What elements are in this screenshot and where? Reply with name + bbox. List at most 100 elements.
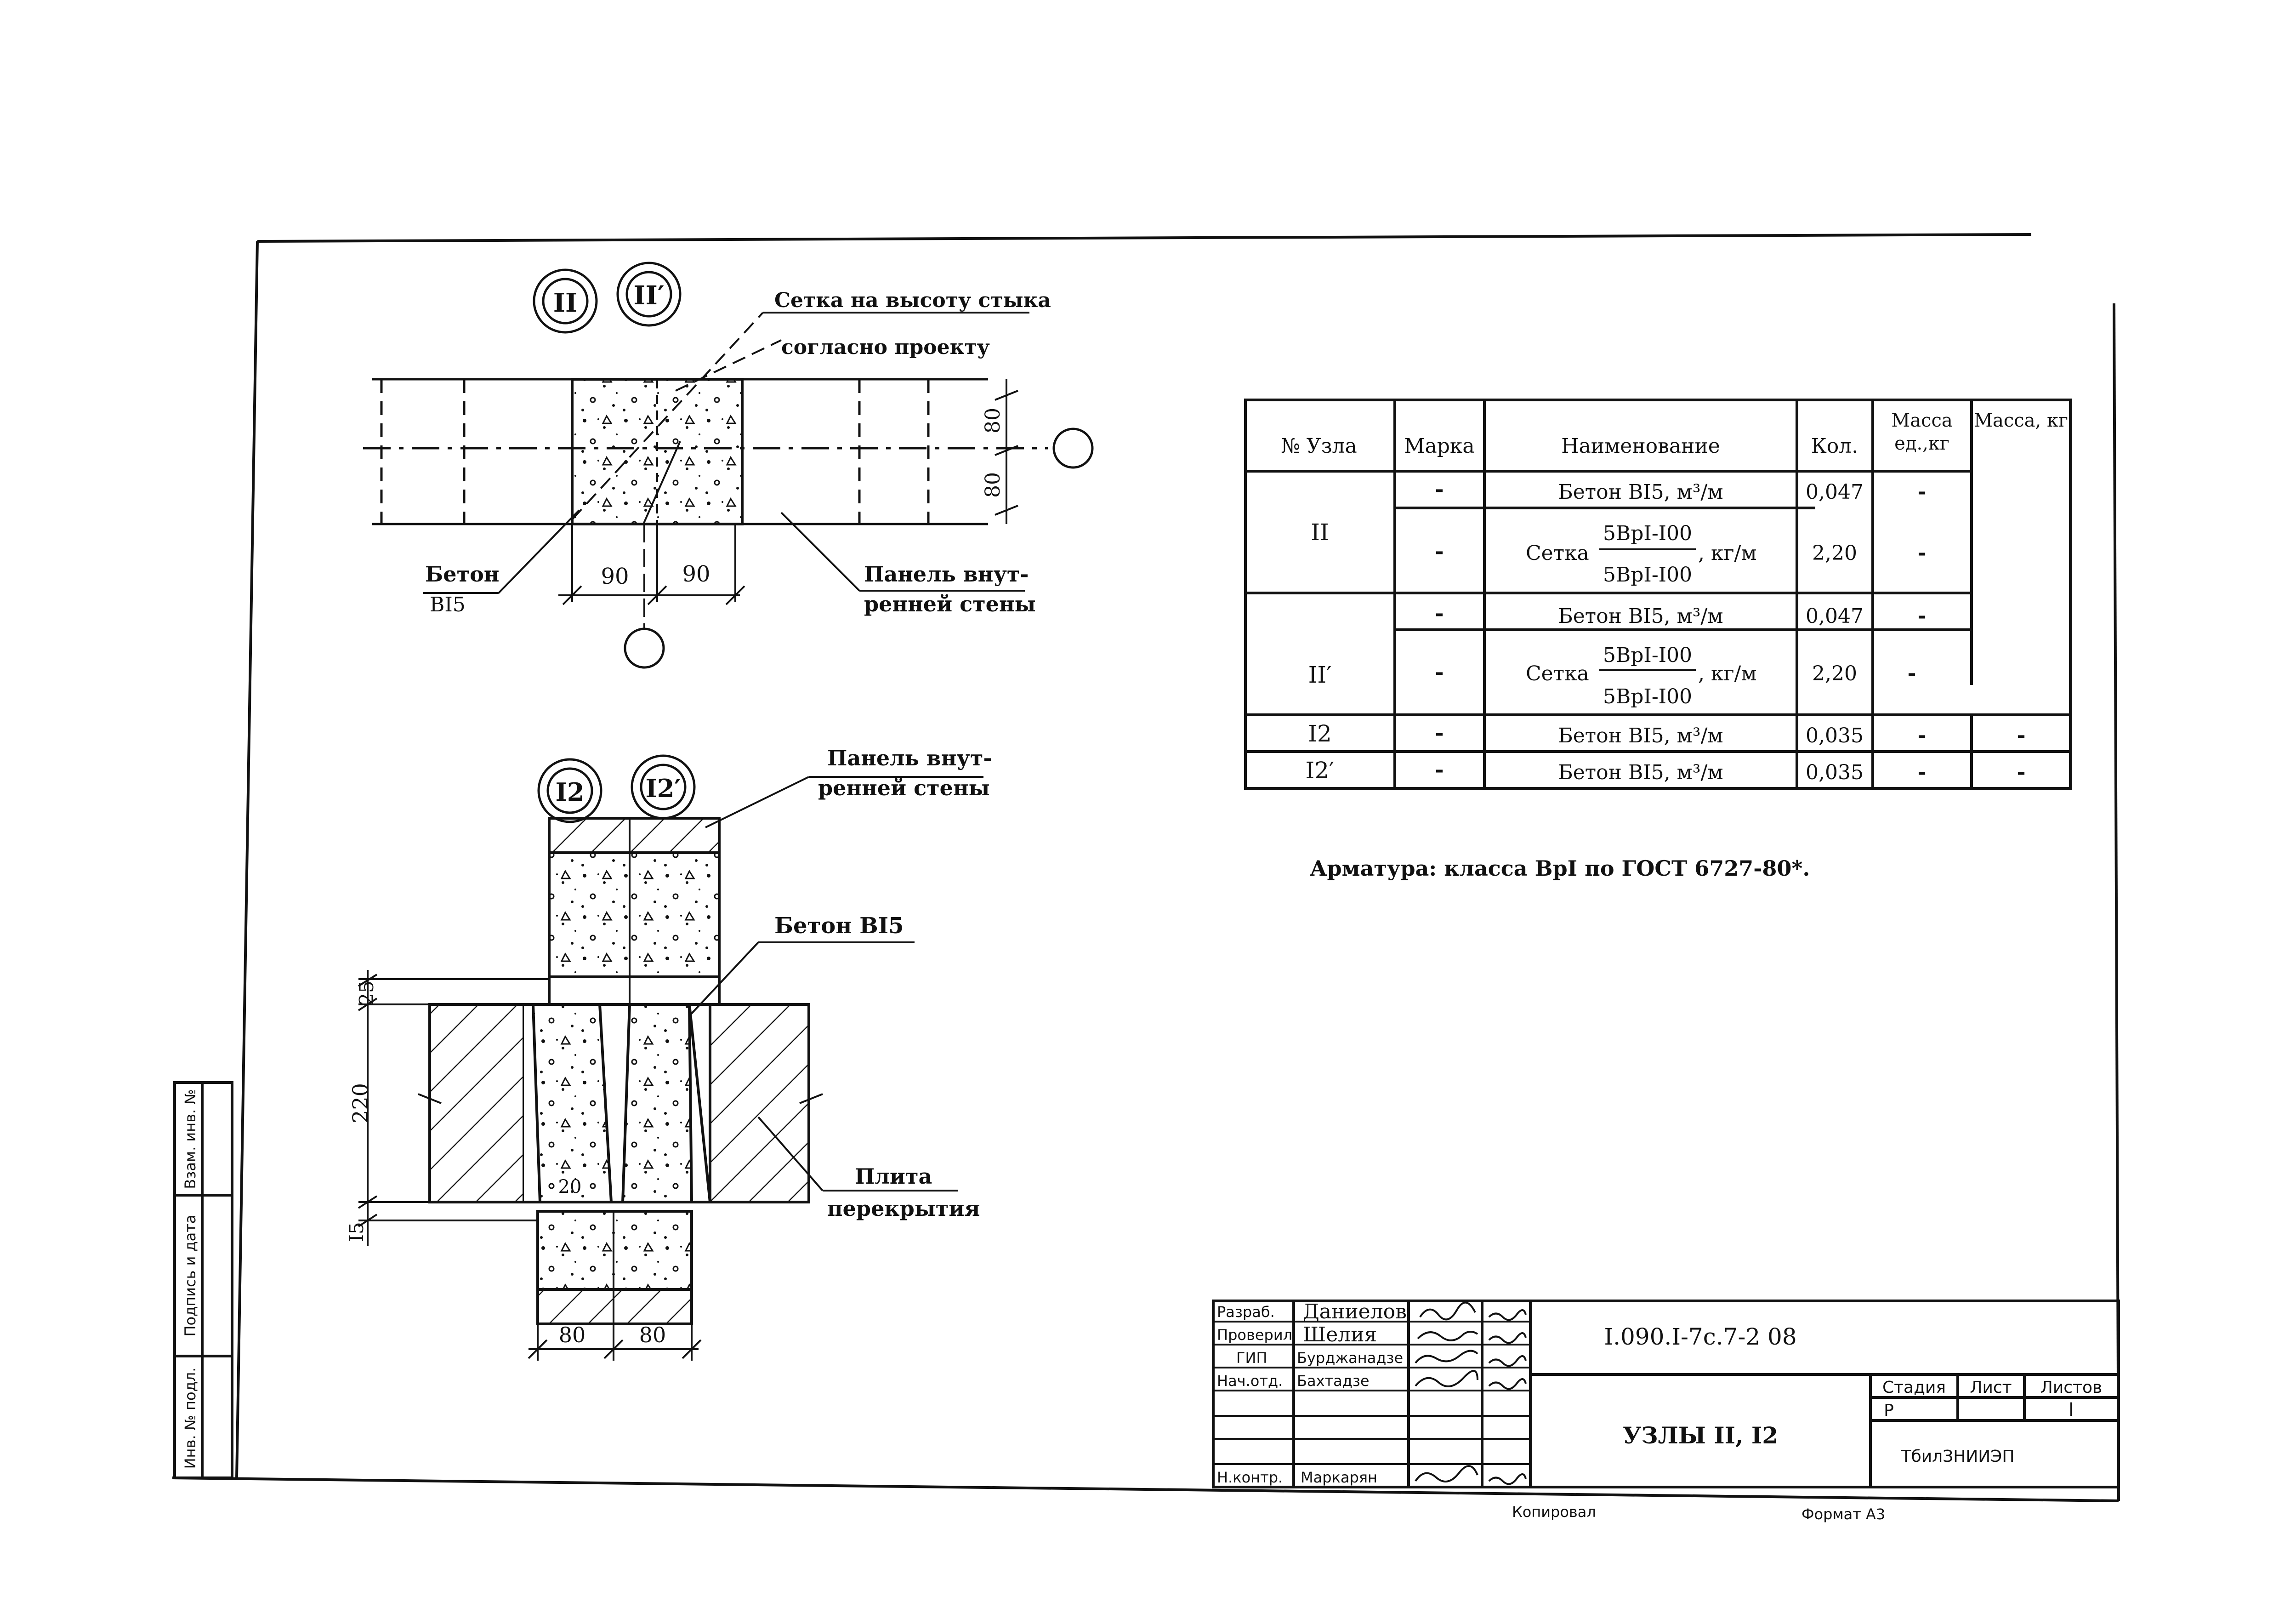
node-marker-ii: II: [533, 268, 598, 334]
side-stamp: Инв. № подл. Подпись и дата Взам. инв. №: [173, 1081, 233, 1479]
header-qty: Кол.: [1811, 434, 1858, 458]
floor-slab: [418, 1003, 823, 1203]
name-suffix-cell: , кг/м: [1698, 662, 1757, 685]
header-unit-mass-wrap: Масса ед.,кг: [1891, 410, 1953, 454]
role-checker: Проверил: [1217, 1326, 1292, 1344]
dim-bottom-left: 80: [559, 1323, 586, 1347]
mark-cell: -: [1435, 660, 1444, 684]
panel-label-bottom-line1: Панель внут-: [827, 746, 992, 770]
mass-cell: -: [2017, 723, 2025, 747]
sheets-value: I: [2069, 1399, 2074, 1420]
unit-mass-cell: -: [1907, 661, 1916, 685]
header-mark: Марка: [1404, 434, 1474, 458]
node-marker-i2-prime: I2′: [631, 754, 696, 820]
sheet-header: Лист: [1970, 1378, 2012, 1397]
qty-cell: 0,047: [1806, 480, 1864, 504]
name-chief-engineer: Бурджанадзе: [1297, 1349, 1403, 1367]
name-cell: Бетон BI5, м³/м: [1558, 480, 1723, 504]
mark-cell: -: [1435, 720, 1444, 745]
dim-thickness: 80: [981, 472, 1005, 498]
lower-wall-panel: [536, 1210, 693, 1325]
name-numerator: 5BpI-I00: [1603, 644, 1692, 667]
gap-label: 20: [558, 1176, 582, 1197]
qty-cell: 0,047: [1806, 604, 1864, 628]
doc-code: I.090.I-7с.7-2 08: [1604, 1323, 1796, 1350]
unit-mass-cell: -: [1917, 479, 1926, 504]
header-unit-mass: Масса ед.,кг: [1891, 410, 1953, 454]
organization: ТбилЗНИИЭП: [1901, 1447, 2015, 1466]
dim-bottom-right: 80: [639, 1323, 666, 1347]
node-marker-i2: I2: [537, 758, 602, 823]
sheet-title: УЗЛЫ II, I2: [1623, 1422, 1778, 1449]
title-block: Разраб. Проверил ГИП Нач.отд. Н.контр. Д…: [1212, 1300, 2120, 1488]
name-norm-control: Маркарян: [1301, 1469, 1377, 1486]
node-label-ii: II: [553, 288, 577, 318]
header-node: № Узла: [1281, 434, 1357, 458]
signatures: [1415, 1301, 1527, 1485]
name-denominator: 5BpI-I00: [1603, 563, 1692, 587]
name-checker: Шелия: [1303, 1323, 1377, 1346]
reinforcement-note: Арматура: класса ВрI по ГОСТ 6727-80*.: [1310, 856, 1810, 881]
mark-cell: -: [1435, 601, 1444, 626]
stamp-inv-no: Инв. № подл.: [182, 1368, 199, 1469]
unit-mass-cell: -: [1917, 603, 1926, 628]
dim-thickness-top: 80: [981, 408, 1005, 433]
role-chief-engineer: ГИП: [1236, 1349, 1267, 1367]
qty-cell: 2,20: [1812, 542, 1857, 565]
name-cell: Бетон BI5, м³/м: [1558, 761, 1723, 784]
mass-cell: -: [2017, 759, 2025, 784]
footer-format: Формат А3: [1802, 1505, 1885, 1523]
role-dept-head: Нач.отд.: [1217, 1372, 1283, 1390]
slab-label-line2: перекрытия: [827, 1196, 980, 1221]
sheets-header: Листов: [2040, 1378, 2102, 1397]
node-label-i2-prime: I2′: [645, 774, 681, 803]
mark-cell: -: [1435, 477, 1444, 502]
section-mark-right: [1052, 428, 1094, 469]
section-mark-bottom: [624, 627, 665, 669]
role-designer: Разраб.: [1217, 1303, 1275, 1321]
header-mass-wrap: Масса, кг: [1974, 410, 2068, 431]
name-cell: Бетон BI5, м³/м: [1558, 724, 1723, 747]
concrete-label-bottom: Бетон BI5: [774, 913, 904, 939]
name-dept-head: Бахтадзе: [1297, 1372, 1370, 1390]
slab-label-line1: Плита: [855, 1164, 932, 1189]
mark-cell: -: [1435, 757, 1444, 782]
name-designer: Даниелов: [1303, 1300, 1407, 1323]
unit-mass-cell: -: [1917, 759, 1926, 784]
mesh-note-line2: согласно проекту: [781, 336, 990, 359]
name-numerator: 5BpI-I00: [1603, 522, 1692, 545]
name-prefix-cell: Сетка: [1526, 662, 1589, 685]
detail-top: II II′ Сетка на высоту стыка соглас: [363, 262, 1094, 669]
footer-copied: Копировал: [1512, 1503, 1596, 1521]
node-cell-ii-prime: II′: [1308, 661, 1332, 688]
node-label-i2: I2: [556, 777, 585, 807]
header-name: Наименование: [1561, 434, 1720, 458]
stage-value: Р: [1884, 1401, 1894, 1420]
node-cell-i2: I2: [1308, 720, 1332, 747]
panel-label-bottom-line2: ренней стены: [818, 775, 990, 800]
node-cell-i2-prime: I2′: [1306, 757, 1335, 784]
dim-width-left: 90: [601, 564, 629, 589]
qty-cell: 0,035: [1806, 761, 1864, 784]
spec-table: № Узла Марка Наименование Кол. Масса ед.…: [1244, 399, 2072, 790]
node-cell-ii: II: [1311, 519, 1329, 546]
concrete-label-top: Бетон: [425, 562, 499, 587]
name-denominator: 5BpI-I00: [1603, 685, 1692, 708]
dim-220: 220: [348, 1083, 373, 1123]
header-mass: Масса, кг: [1974, 410, 2068, 431]
dim-25: 25: [355, 981, 378, 1005]
node-label-ii-prime: II′: [633, 280, 664, 311]
dim-width-right: 90: [682, 561, 710, 587]
stamp-signature-date: Подпись и дата: [182, 1214, 199, 1336]
node-marker-ii-prime: II′: [616, 262, 682, 327]
role-norm-control: Н.контр.: [1217, 1469, 1283, 1486]
stage-header: Стадия: [1882, 1378, 1946, 1397]
unit-mass-cell: -: [1917, 540, 1926, 565]
panel-label-top-line2: ренней стены: [864, 592, 1036, 616]
name-prefix-cell: Сетка: [1526, 542, 1589, 565]
stamp-replace-inv: Взам. инв. №: [182, 1089, 199, 1189]
concrete-class-top: BI5: [430, 593, 466, 616]
detail-bottom: I2 I2′: [345, 746, 992, 1361]
panel-label-top-line1: Панель внут-: [864, 562, 1029, 587]
